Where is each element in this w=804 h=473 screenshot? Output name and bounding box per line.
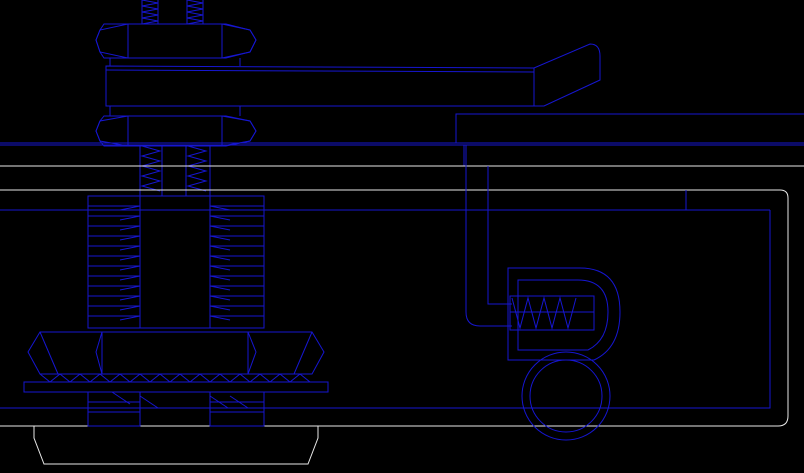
coil-spring [509, 295, 595, 331]
foot-pad [33, 426, 319, 465]
enclosure-top-outline [0, 165, 804, 427]
enclosure-inner-wall [0, 190, 771, 409]
clamp-lever [105, 43, 601, 107]
threaded-bushing [87, 195, 265, 329]
top-hex-nut [95, 23, 257, 66]
spring-hook [465, 145, 512, 327]
large-hex-nut [27, 331, 325, 375]
washer [23, 373, 329, 393]
ring-eye [521, 351, 611, 441]
stud-threads-middle [139, 145, 211, 196]
latch-body [507, 267, 621, 361]
stud-threads-bottom [87, 391, 265, 427]
mounting-plate [0, 113, 804, 166]
bushing-thread-hatch [88, 205, 264, 321]
stud-threads-top [141, 0, 204, 25]
